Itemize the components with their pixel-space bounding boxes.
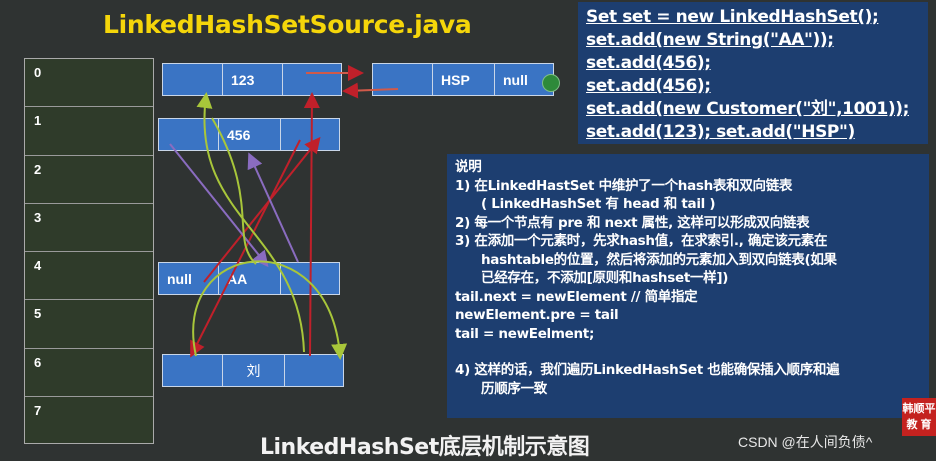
hash-slot-7: 7 bbox=[25, 397, 153, 445]
note-code: newElement.pre = tail bbox=[455, 307, 619, 323]
code-line: set.add(new Customer("刘",1001)); bbox=[586, 99, 909, 119]
node-next-cell: null bbox=[503, 71, 528, 88]
notes-heading: 说明 bbox=[455, 159, 482, 175]
slot-index: 1 bbox=[34, 113, 42, 129]
code-line: set.add(456); bbox=[586, 76, 711, 96]
logo: 韩顺平 教 育 bbox=[902, 398, 936, 436]
hash-slot-2: 2 bbox=[25, 156, 153, 204]
note-code: tail = newEelment; bbox=[455, 325, 595, 342]
notes-panel: 说明 1) 在LinkedHastSet 中维护了一个hash表和双向链表 ( … bbox=[447, 154, 929, 418]
pre-arrow-icon bbox=[211, 117, 257, 265]
pre-arrow-icon bbox=[247, 152, 299, 263]
note-item: 4) 这样的话，我们遍历LinkedHashSet 也能确保插入顺序和遍 bbox=[455, 362, 840, 378]
code-line: set.add(new String("AA")); bbox=[586, 30, 834, 50]
hash-slot-0: 0 bbox=[25, 59, 153, 108]
hash-slot-6: 6 bbox=[25, 349, 153, 397]
node-value-cell: HSP bbox=[433, 64, 495, 95]
hash-slot-4: 4 bbox=[25, 252, 153, 301]
note-item: 已经存在，不添加[原则和hashset一样]) bbox=[481, 270, 729, 286]
page-title: LinkedHashSetSource.java bbox=[103, 10, 472, 39]
slot-index: 0 bbox=[34, 65, 42, 80]
hash-slot-1: 1 bbox=[25, 107, 153, 156]
note-item: 2) 每一个节点有 pre 和 next 属性, 这样可以形成双向链表 bbox=[455, 214, 810, 231]
note-item: 历顺序一致 bbox=[481, 380, 547, 397]
code-panel: Set set = new LinkedHashSet(); set.add(n… bbox=[578, 2, 928, 144]
node-pre-cell: null bbox=[159, 263, 219, 294]
slot-index: 2 bbox=[34, 161, 42, 177]
node-pre-cell bbox=[373, 64, 433, 95]
list-end-icon bbox=[542, 74, 560, 92]
note-item: 1) 在LinkedHastSet 中维护了一个hash表和双向链表 bbox=[455, 177, 793, 194]
node-pre-cell bbox=[163, 64, 223, 95]
pre-arrow-icon bbox=[196, 92, 305, 353]
node-value-cell: 刘 bbox=[223, 355, 285, 386]
hash-slot-5: 5 bbox=[25, 300, 153, 349]
node-pre-cell bbox=[163, 355, 223, 386]
node-123: 123 bbox=[162, 63, 342, 96]
next-arrow-icon bbox=[203, 136, 321, 283]
logo-line: 韩顺平 bbox=[902, 403, 936, 415]
code-line: Set set = new LinkedHashSet(); bbox=[586, 7, 879, 27]
pre-arrow-icon bbox=[169, 143, 269, 268]
logo-line: 教 育 bbox=[906, 419, 932, 431]
note-code: tail.next = newElement // 简单指定 bbox=[455, 288, 698, 305]
pre-arrow-icon bbox=[342, 82, 399, 99]
node-value-cell: 123 bbox=[223, 64, 283, 95]
hash-table: 0 1 2 3 4 5 6 7 bbox=[24, 58, 154, 444]
next-arrow-icon bbox=[303, 92, 320, 357]
hash-slot-3: 3 bbox=[25, 204, 153, 252]
slot-index: 7 bbox=[34, 402, 42, 418]
slot-index: 5 bbox=[34, 306, 42, 322]
note-item: hashtable的位置，然后将添加的元素加入到双向链表(如果 bbox=[481, 251, 837, 268]
slot-index: 4 bbox=[34, 258, 42, 273]
node-hsp: HSP null bbox=[372, 63, 554, 96]
note-item: ( LinkedHashSet 有 head 和 tail ) bbox=[481, 196, 716, 212]
slot-index: 6 bbox=[34, 354, 42, 370]
node-liu: 刘 bbox=[162, 354, 344, 387]
note-item: 3) 在添加一个元素时，先求hash值，在求索引., 确定该元素在 bbox=[455, 233, 828, 249]
watermark: CSDN @在人间负债^ bbox=[738, 434, 873, 450]
node-value-cell: 456 bbox=[219, 119, 281, 150]
code-line: set.add(456); bbox=[586, 53, 711, 73]
code-line: set.add(123); set.add("HSP") bbox=[586, 122, 855, 142]
diagram-caption: LinkedHashSet底层机制示意图 bbox=[260, 435, 590, 460]
slot-index: 3 bbox=[34, 209, 42, 225]
node-pre-cell bbox=[159, 119, 219, 150]
